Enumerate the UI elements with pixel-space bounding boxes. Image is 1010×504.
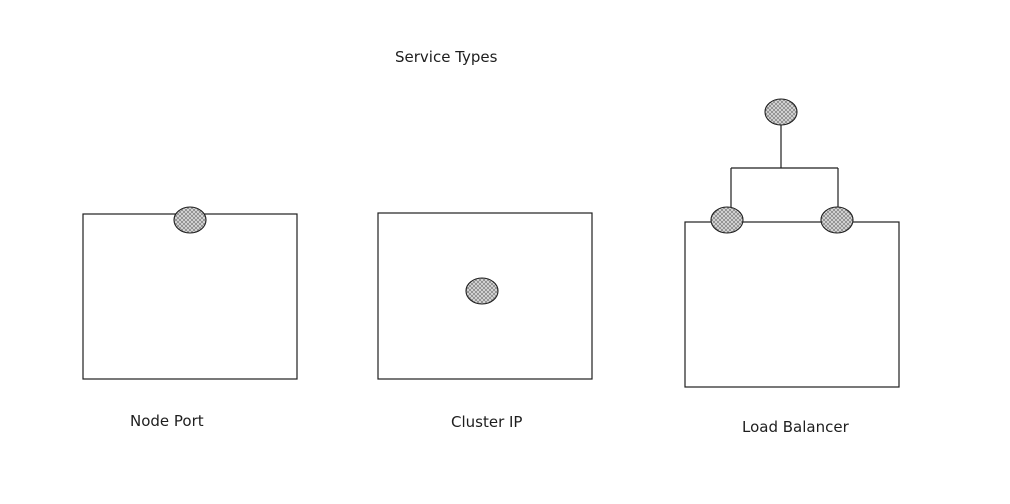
node-port-node [173,206,207,234]
load-balancer-box [684,221,900,388]
node-port-box [82,213,298,380]
load-balancer-right-node [820,206,854,234]
load-balancer-panel: Load Balancer [684,98,900,436]
node-port-panel: Node Port [82,206,298,430]
cluster-ip-box [377,212,593,380]
load-balancer-connector [730,124,839,208]
load-balancer-top-node [764,98,798,126]
cluster-ip-panel: Cluster IP [377,212,593,431]
node-port-label: Node Port [130,412,204,430]
cluster-ip-label: Cluster IP [451,413,522,431]
load-balancer-left-node [710,206,744,234]
diagram-title: Service Types [395,48,498,66]
load-balancer-label: Load Balancer [742,418,850,436]
cluster-ip-node [465,277,499,305]
